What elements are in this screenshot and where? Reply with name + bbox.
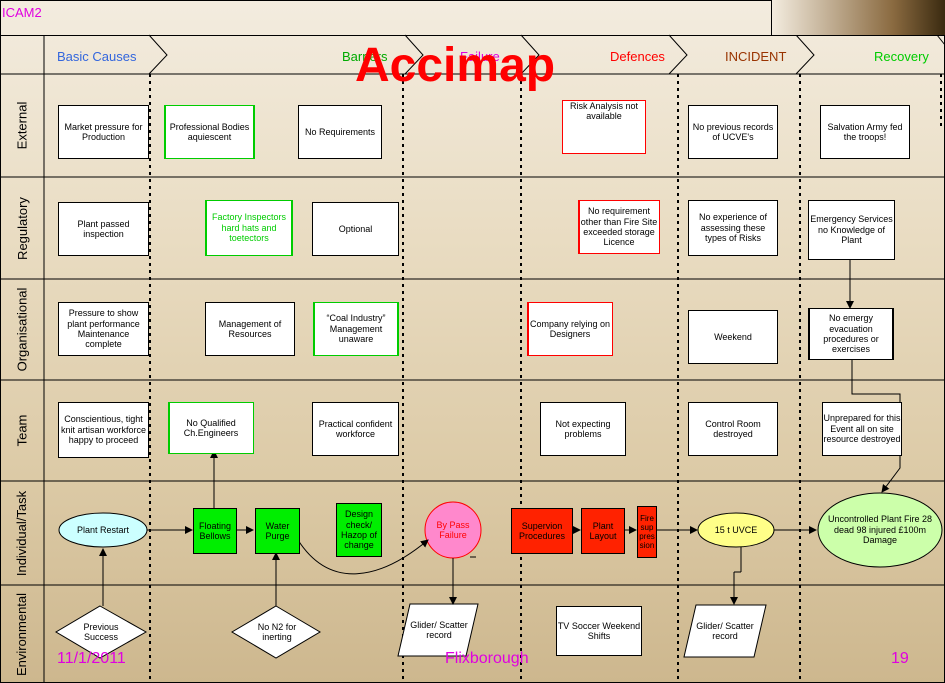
node-pressure-show: Pressure to show plant performance Maint…	[58, 302, 149, 356]
glider2-shape	[683, 604, 767, 658]
node-salvation-army: Salvation Army fed the troops!	[820, 105, 910, 159]
node-fire-suppression: Fire sup pres sion	[637, 506, 657, 558]
node-uncontrolled-fire: Uncontrolled Plant Fire 28 dead 98 injur…	[827, 514, 933, 546]
arrows	[99, 259, 901, 606]
row-label-environmental: Environmental	[14, 592, 30, 676]
phase-incident: INCIDENT	[725, 49, 787, 64]
phase-defences: Defences	[610, 49, 665, 64]
node-plant-restart: Plant Restart	[76, 524, 130, 535]
node-floating-bellows: Floating Bellows	[193, 508, 237, 554]
node-risk-analysis: Risk Analysis not available	[562, 100, 646, 154]
row-team: Team	[0, 380, 44, 481]
row-label-team: Team	[14, 414, 30, 447]
phase-failure: Failure	[460, 49, 500, 64]
node-company-relying: Company relying on Designers	[527, 302, 613, 356]
node-unprepared: Unprepared for this Event all on site re…	[822, 402, 902, 456]
row-label-individual-task: Individual/Task	[14, 490, 30, 576]
node-control-room: Control Room destroyed	[688, 402, 778, 456]
phase-basic-causes: Basic Causes	[57, 49, 137, 64]
row-individual-task: Individual/Task	[0, 481, 44, 585]
node-no-experience: No experience of assessing these types o…	[688, 200, 778, 256]
node-no-qualified: No Qualified Ch.Engineers	[168, 402, 254, 454]
node-water-purge: Water Purge	[255, 508, 300, 554]
corner-image	[772, 0, 945, 35]
node-glider1: Glider/ Scatter record	[410, 619, 468, 640]
row-label-organisational: Organisational	[14, 287, 30, 372]
uncontrolled-fire-shape	[817, 492, 943, 568]
phase-barriers: Barriers	[342, 49, 388, 64]
node-market-pressure: Market pressure for Production	[58, 105, 149, 159]
footer-place: Flixborough	[445, 650, 529, 667]
row-organisational: Organisational	[0, 279, 44, 380]
node-plant-passed: Plant passed inspection	[58, 202, 149, 256]
page-title: ICAM2	[2, 5, 42, 20]
node-optional: Optional	[312, 202, 399, 256]
row-label-regulatory: Regulatory	[14, 196, 30, 260]
node-no-previous-records: No previous records of UCVE's	[688, 105, 778, 159]
node-uvce: 15 t UVCE	[714, 524, 758, 535]
row-label-external: External	[14, 101, 30, 150]
node-tv-soccer: TV Soccer Weekend Shifts	[556, 606, 642, 656]
node-no-requirements: No Requirements	[298, 105, 382, 159]
node-factory-inspectors: Factory Inspectors hard hats and toetect…	[205, 200, 293, 256]
row-regulatory: Regulatory	[0, 177, 44, 279]
node-no-emergy: No emergy evacuation procedures or exerc…	[808, 308, 894, 360]
row-environmental: Environmental	[0, 585, 44, 683]
node-conscientious: Conscientious, tight knit artisan workfo…	[58, 402, 149, 458]
no-n2-shape	[231, 605, 321, 659]
node-previous-success: Previous Success	[83, 621, 119, 642]
node-practical: Practical confident workforce	[312, 402, 399, 456]
footer-date: 11/1/2011	[57, 650, 126, 667]
node-weekend: Weekend	[688, 310, 778, 364]
big-title: Accimap	[355, 39, 556, 92]
node-glider2: Glider/ Scatter record	[696, 620, 754, 641]
node-no-n2: No N2 for inerting	[257, 621, 297, 642]
node-professional-bodies: Professional Bodies aquiescent	[164, 105, 255, 159]
node-not-expecting: Not expecting problems	[540, 402, 626, 456]
title-frame	[0, 0, 772, 36]
previous-success-shape	[55, 605, 148, 659]
node-management-resources: Management of Resources	[205, 302, 295, 356]
node-shapes	[55, 492, 943, 659]
node-bypass-failure: By Pass Failure	[436, 519, 470, 540]
node-coal-industry: “Coal Industry” Management unaware	[313, 302, 399, 356]
phase-recovery: Recovery	[874, 49, 929, 64]
node-supervision: Supervion Procedures	[511, 508, 573, 554]
footer-page: 19	[891, 650, 909, 667]
node-plant-layout: Plant Layout	[581, 508, 625, 554]
node-design-check: Design check/ Hazop of change	[336, 503, 382, 557]
row-external: External	[0, 74, 44, 177]
node-emergency-services: Emergency Services no Knowledge of Plant	[808, 200, 895, 260]
node-no-requirement-fire: No requirement other than Fire Site exce…	[578, 200, 660, 254]
